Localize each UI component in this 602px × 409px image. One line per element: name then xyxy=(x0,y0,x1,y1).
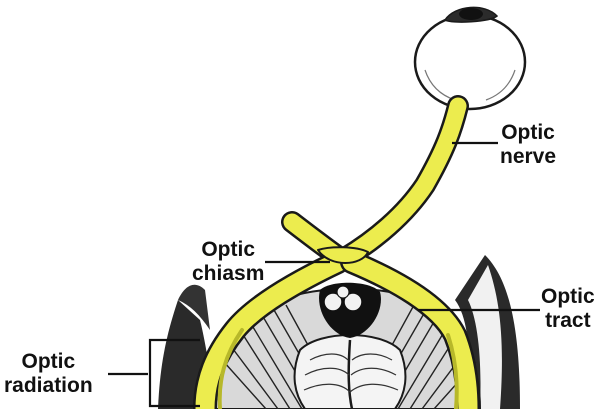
label-optic-tract: Optic tract xyxy=(541,285,595,333)
label-optic-tract-line2: tract xyxy=(545,309,591,332)
leader-lines xyxy=(108,141,540,408)
label-optic-nerve-line1: Optic xyxy=(501,121,555,144)
optic-pathway xyxy=(193,95,480,409)
radiation-bracket xyxy=(148,338,200,408)
eyeball xyxy=(413,6,527,111)
label-optic-chiasm-line1: Optic xyxy=(201,238,256,261)
label-optic-chiasm-line2: chiasm xyxy=(192,262,265,285)
label-optic-tract-line1: Optic xyxy=(541,285,595,308)
label-optic-nerve: Optic nerve xyxy=(500,121,556,169)
brain-base xyxy=(158,255,520,409)
label-optic-radiation-line2: radiation xyxy=(4,374,93,397)
label-optic-radiation-line1: Optic xyxy=(21,350,76,373)
label-optic-chiasm: Optic chiasm xyxy=(192,238,264,286)
label-optic-radiation: Optic radiation xyxy=(4,350,93,398)
label-optic-nerve-line2: nerve xyxy=(500,145,557,168)
